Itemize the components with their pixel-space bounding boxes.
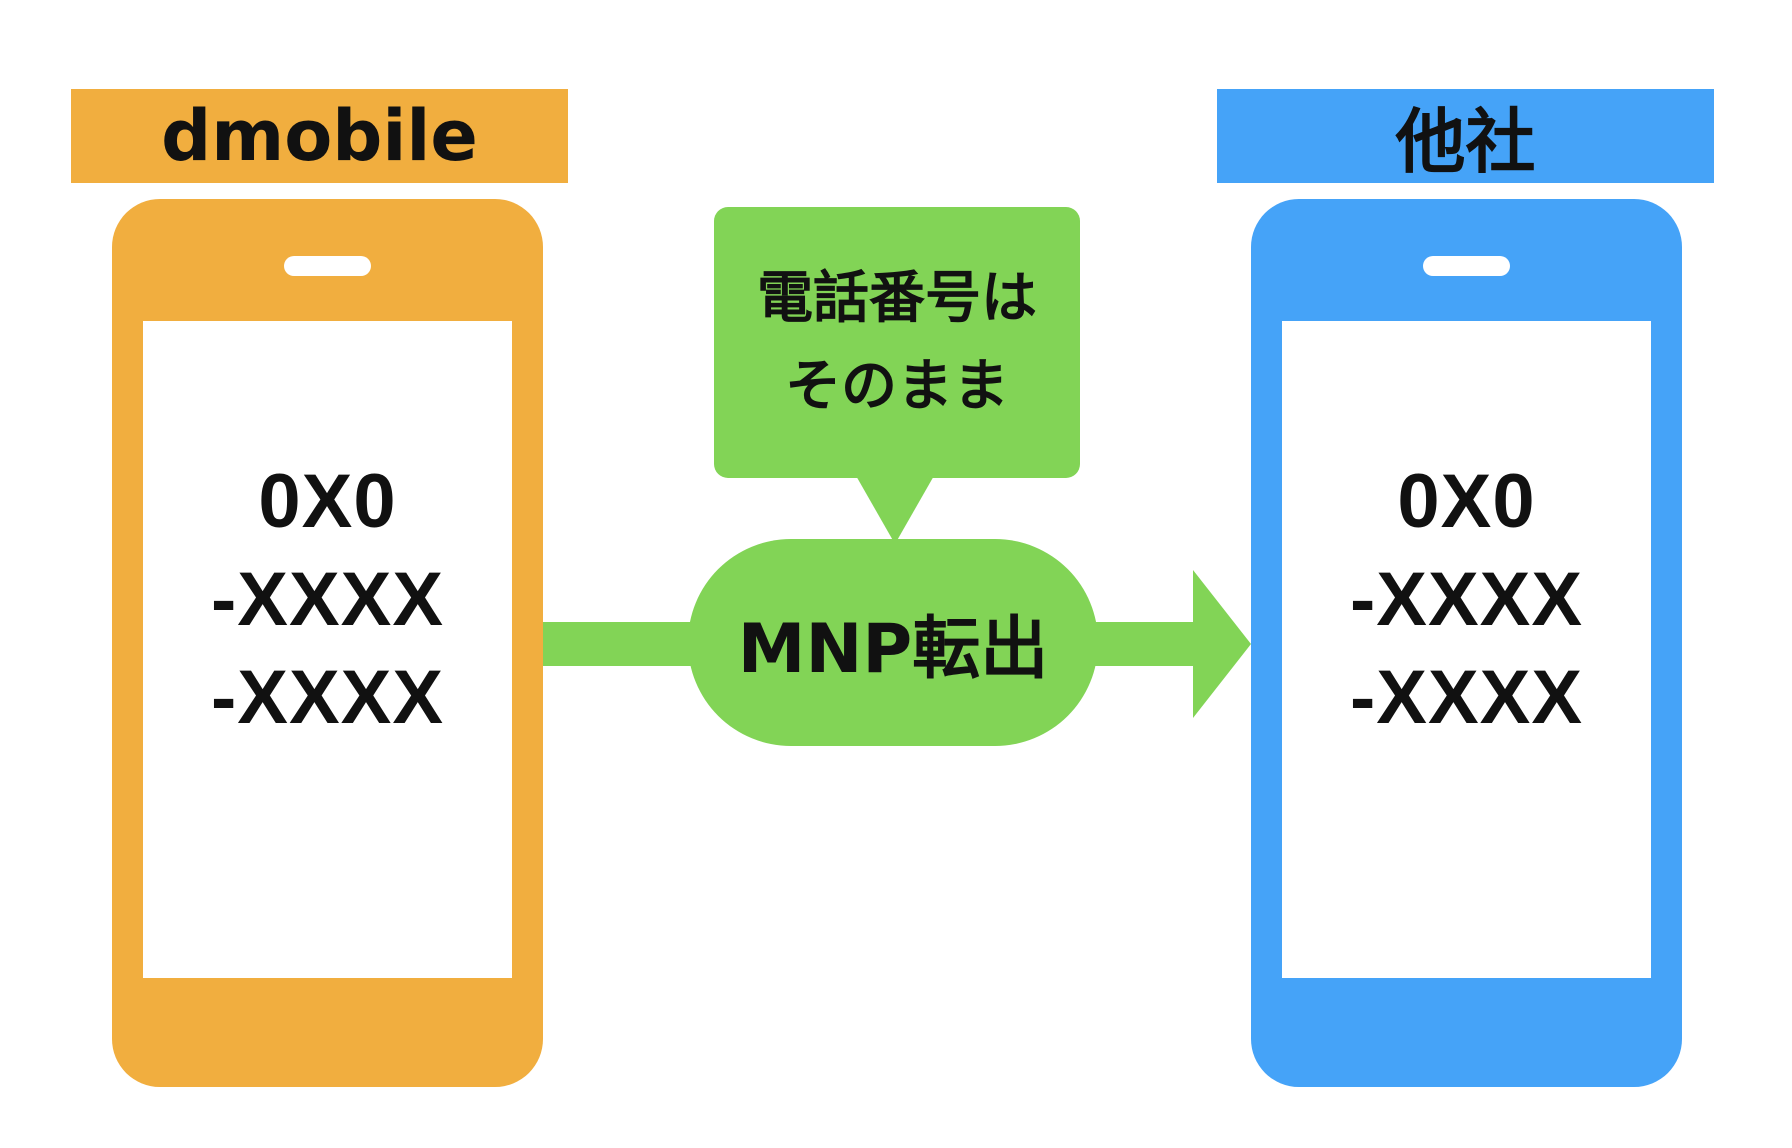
right-carrier-label: 他社 xyxy=(1217,89,1714,183)
bubble-tail-shape xyxy=(855,474,935,544)
right-phone-screen: 0X0 -XXXX -XXXX xyxy=(1282,321,1651,978)
mnp-transfer-pill: MNP転出 xyxy=(688,539,1098,746)
left-phone-icon: 0X0 -XXXX -XXXX xyxy=(112,199,543,1087)
arrow-head-shape xyxy=(1193,570,1251,718)
left-phone-screen: 0X0 -XXXX -XXXX xyxy=(143,321,512,978)
right-carrier-label-text: 他社 xyxy=(1395,100,1536,183)
left-phone-speaker xyxy=(284,256,371,276)
left-carrier-label-text: dmobile xyxy=(161,95,478,177)
left-number-line: -XXXX xyxy=(210,556,445,642)
right-number-line: -XXXX xyxy=(1349,556,1584,642)
right-phone-speaker xyxy=(1423,256,1510,276)
right-number-line: 0X0 xyxy=(1397,458,1536,544)
arrow-head-icon xyxy=(1193,570,1251,718)
left-number-line: -XXXX xyxy=(210,654,445,740)
note-line: そのまま xyxy=(785,353,1009,419)
mnp-transfer-label: MNP転出 xyxy=(737,610,1049,689)
note-bubble: 電話番号は そのまま xyxy=(714,207,1080,478)
note-line: 電話番号は xyxy=(757,265,1037,331)
right-phone-icon: 0X0 -XXXX -XXXX xyxy=(1251,199,1682,1087)
right-number-line: -XXXX xyxy=(1349,654,1584,740)
left-carrier-label: dmobile xyxy=(71,89,568,183)
left-number-line: 0X0 xyxy=(258,458,397,544)
bubble-tail-icon xyxy=(855,474,935,544)
